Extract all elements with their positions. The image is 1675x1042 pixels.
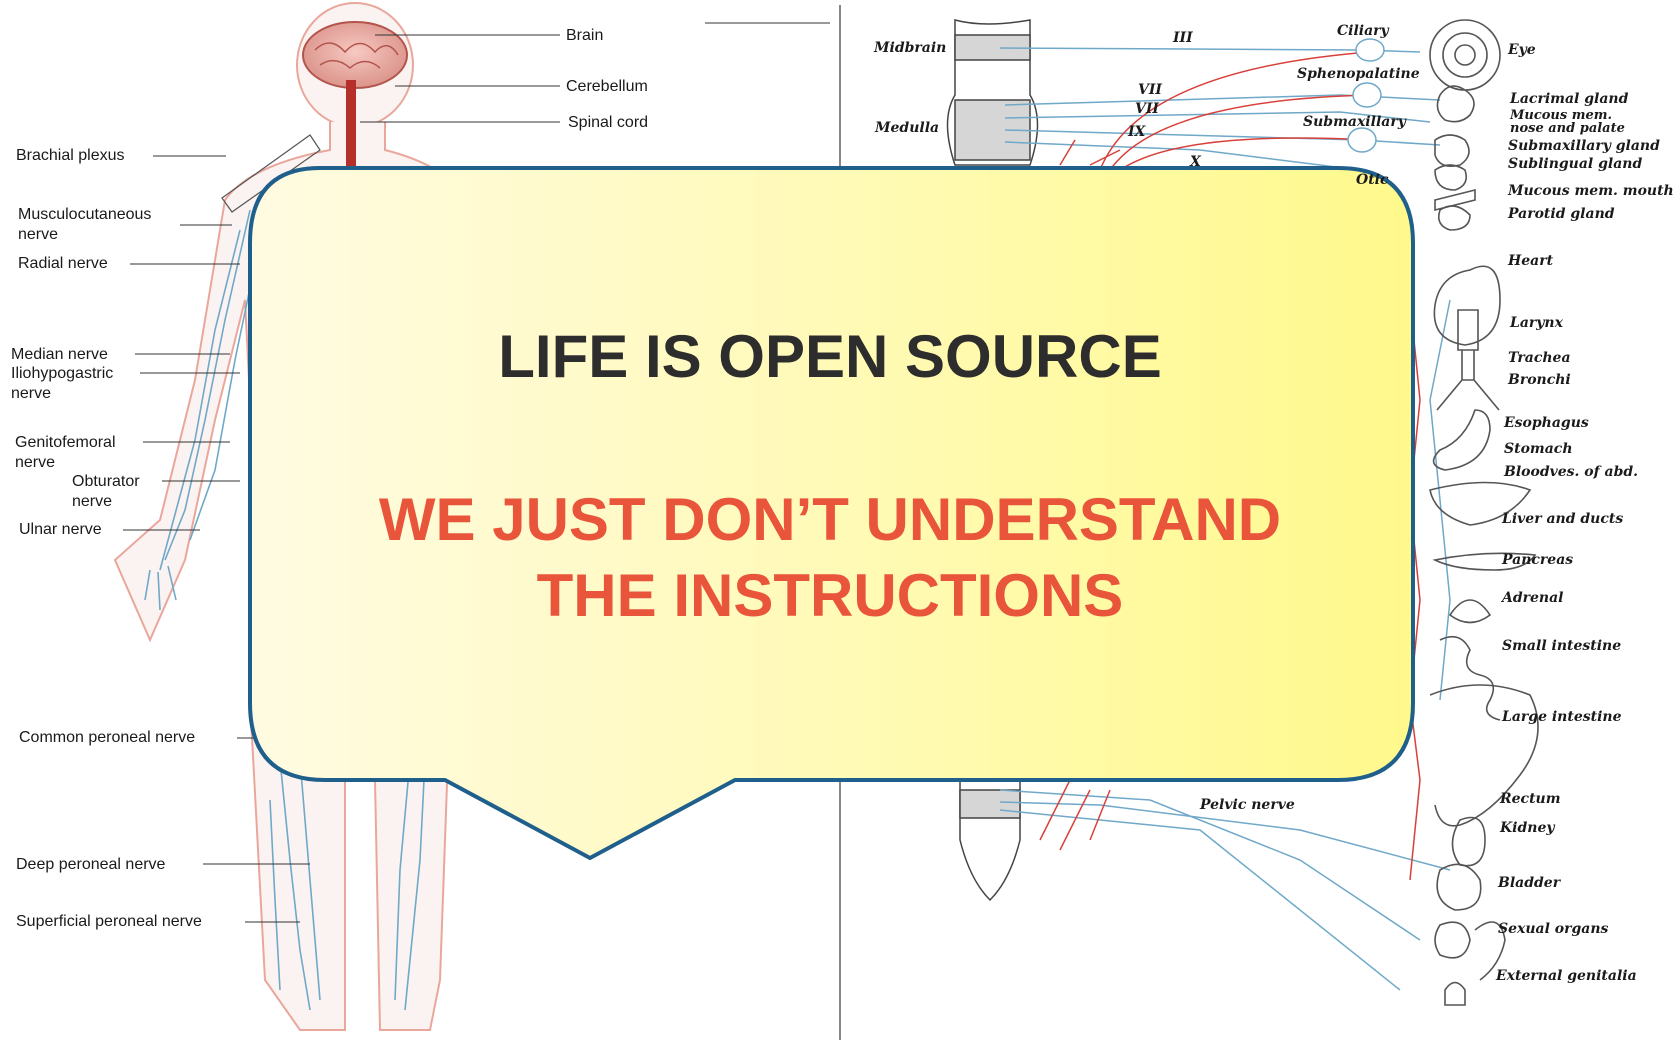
label-mucous-mouth: Mucous mem. mouth (1508, 183, 1674, 199)
label-roman-iii: III (1173, 30, 1193, 46)
heart-organ (1434, 266, 1500, 345)
label-adrenal: Adrenal (1502, 590, 1564, 606)
label-sublingual-gland: Sublingual gland (1508, 156, 1642, 172)
label-external-genitalia: External genitalia (1496, 968, 1637, 984)
sexual-organs-organ (1435, 922, 1505, 980)
label-radial-nerve: Radial nerve (18, 254, 108, 274)
label-large-intestine: Large intestine (1502, 709, 1622, 725)
small-intestine-organ (1440, 637, 1500, 720)
ganglia (1348, 39, 1384, 152)
stomach-organ (1434, 410, 1490, 470)
bubble-tagline-line-2: THE INSTRUCTIONS (250, 558, 1410, 634)
label-otic: Otic (1356, 172, 1389, 188)
bubble-tagline-line-1: WE JUST DON’T UNDERSTAND (250, 482, 1410, 558)
label-midbrain: Midbrain (874, 40, 946, 56)
label-medulla: Medulla (875, 120, 939, 136)
label-small-intestine: Small intestine (1502, 638, 1621, 654)
label-pelvic-nerve: Pelvic nerve (1200, 797, 1295, 813)
label-ciliary: Ciliary (1337, 23, 1389, 39)
label-musculocutaneous-nerve: Musculocutaneous nerve (18, 205, 151, 245)
label-roman-vii-a: VII (1138, 82, 1162, 98)
label-cerebellum: Cerebellum (566, 77, 648, 97)
label-kidney: Kidney (1500, 820, 1555, 836)
label-liver-and-ducts: Liver and ducts (1502, 511, 1623, 527)
label-roman-vii-b: VII (1135, 101, 1159, 117)
label-brain: Brain (566, 26, 603, 46)
label-bladder: Bladder (1498, 875, 1560, 891)
eye-organ (1430, 20, 1500, 90)
genitalia-organ (1445, 983, 1465, 1006)
label-bloodvessels-abdomen: Bloodves. of abd. (1504, 464, 1638, 480)
label-submaxillary-ganglion: Submaxillary (1303, 114, 1406, 130)
label-submaxillary-gland: Submaxillary gland (1508, 138, 1660, 154)
label-larynx: Larynx (1510, 315, 1563, 331)
label-bronchi: Bronchi (1508, 372, 1571, 388)
label-sexual-organs: Sexual organs (1498, 921, 1608, 937)
label-trachea: Trachea (1508, 350, 1571, 366)
lacrimal-organ (1437, 86, 1474, 122)
salivary-organs (1435, 135, 1469, 190)
label-spinal-cord: Spinal cord (568, 113, 648, 133)
label-heart: Heart (1508, 253, 1553, 269)
label-ulnar-nerve: Ulnar nerve (19, 520, 102, 540)
label-lacrimal-gland: Lacrimal gland (1510, 91, 1628, 107)
label-roman-x: X (1190, 154, 1201, 170)
bladder-organ (1437, 864, 1481, 910)
label-mucous-nose-palate: Mucous mem. nose and palate (1510, 109, 1625, 135)
label-esophagus: Esophagus (1504, 415, 1589, 431)
label-roman-ix: IX (1128, 124, 1145, 140)
label-stomach: Stomach (1504, 441, 1573, 457)
label-eye: Eye (1508, 42, 1536, 58)
label-obturator-nerve: Obturator nerve (72, 472, 140, 512)
bubble-headline: LIFE IS OPEN SOURCE (250, 322, 1410, 392)
label-rectum: Rectum (1500, 791, 1561, 807)
adrenal-organ (1450, 600, 1490, 623)
larynx-organ (1437, 310, 1499, 410)
label-common-peroneal-nerve: Common peroneal nerve (19, 728, 195, 748)
bubble-tagline: WE JUST DON’T UNDERSTAND THE INSTRUCTION… (250, 482, 1410, 634)
label-parotid-gland: Parotid gland (1508, 206, 1615, 222)
kidney-organ (1453, 818, 1486, 866)
label-brachial-plexus: Brachial plexus (16, 146, 125, 166)
label-sphenopalatine: Sphenopalatine (1297, 66, 1420, 82)
parotid-organ (1439, 206, 1470, 230)
label-median-nerve: Median nerve (11, 345, 108, 365)
label-iliohypogastric-nerve: Iliohypogastric nerve (11, 364, 113, 404)
label-pancreas: Pancreas (1502, 552, 1573, 568)
label-superficial-peroneal-nerve: Superficial peroneal nerve (16, 912, 202, 932)
label-genitofemoral-nerve: Genitofemoral nerve (15, 433, 116, 473)
label-deep-peroneal-nerve: Deep peroneal nerve (16, 855, 165, 875)
